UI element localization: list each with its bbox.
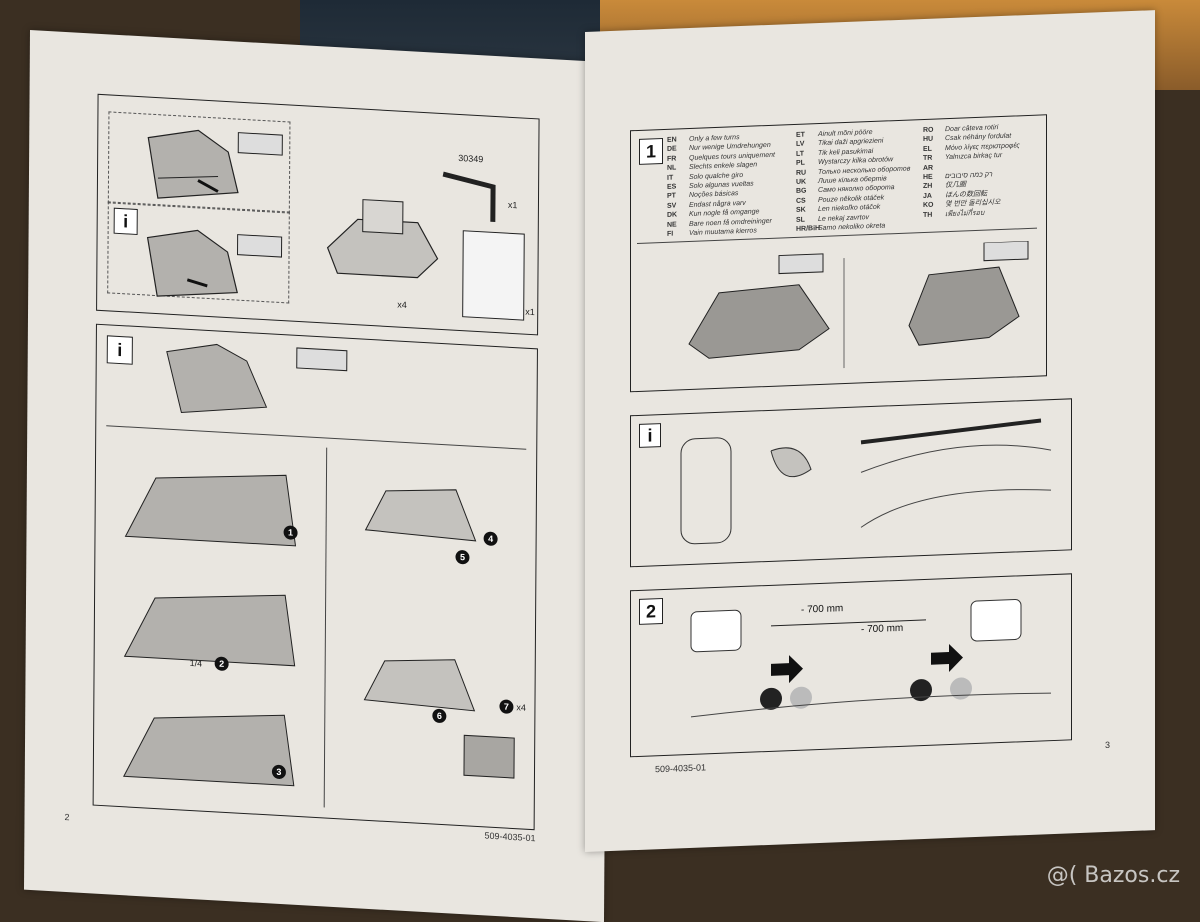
quarter-turn-label: 1/4: [189, 657, 203, 669]
left-page: i 30349 x1 x4 x1 i: [23, 30, 610, 922]
clip-orientation-illustration: [166, 343, 348, 413]
key-tool-illustration: [442, 171, 496, 223]
divider-line-vertical: [323, 447, 328, 808]
roof-rack-positioning-illustration: [690, 598, 1052, 718]
foot-assembly-steps-illustration: [123, 474, 297, 787]
key-part-number: 30349: [458, 152, 484, 165]
right-page-number: 3: [1105, 739, 1111, 751]
car-roof-cleaning-illustration: [680, 418, 1052, 545]
step-1-badge: 1: [639, 138, 663, 165]
right-doc-code: 509-4035-01: [655, 762, 707, 775]
left-page-number: 2: [64, 811, 70, 823]
step-2-marker: 2: [214, 656, 229, 672]
screw-quantity: x4: [516, 702, 527, 713]
info-badge: i: [106, 335, 133, 365]
step-1-marker: 1: [283, 525, 298, 540]
watermark: @( Bazos.cz: [1046, 863, 1180, 888]
info-badge: i: [639, 423, 661, 448]
step-3-marker: 3: [271, 764, 286, 780]
booklet-quantity: x1: [525, 306, 535, 318]
step-4-marker: 4: [483, 531, 498, 547]
step-2-badge: 2: [639, 598, 663, 625]
instruction-booklet-illustration: [462, 230, 525, 321]
cleaning-info-panel: i: [630, 398, 1072, 568]
parts-panel: i 30349 x1 x4 x1: [96, 93, 540, 336]
step-5-marker: 5: [455, 549, 470, 565]
foot-quantity: x4: [397, 299, 407, 311]
foot-clip-illustration: [146, 129, 283, 297]
foot-tightening-illustration: [688, 240, 1029, 369]
step-2-panel: 2 - 700 mm - 700 mm: [630, 573, 1072, 758]
foot-illustration: [326, 199, 439, 279]
assembly-panel: i 1 1/4 2 3 4 5 6 7 x4: [92, 323, 538, 831]
key-quantity: x1: [507, 199, 518, 211]
step-7-marker: 7: [499, 699, 514, 715]
step-6-marker: 6: [432, 708, 447, 724]
pad-screw-steps-illustration: [363, 489, 515, 779]
info-badge: i: [113, 207, 138, 236]
left-doc-code: 509-4035-01: [484, 830, 536, 844]
